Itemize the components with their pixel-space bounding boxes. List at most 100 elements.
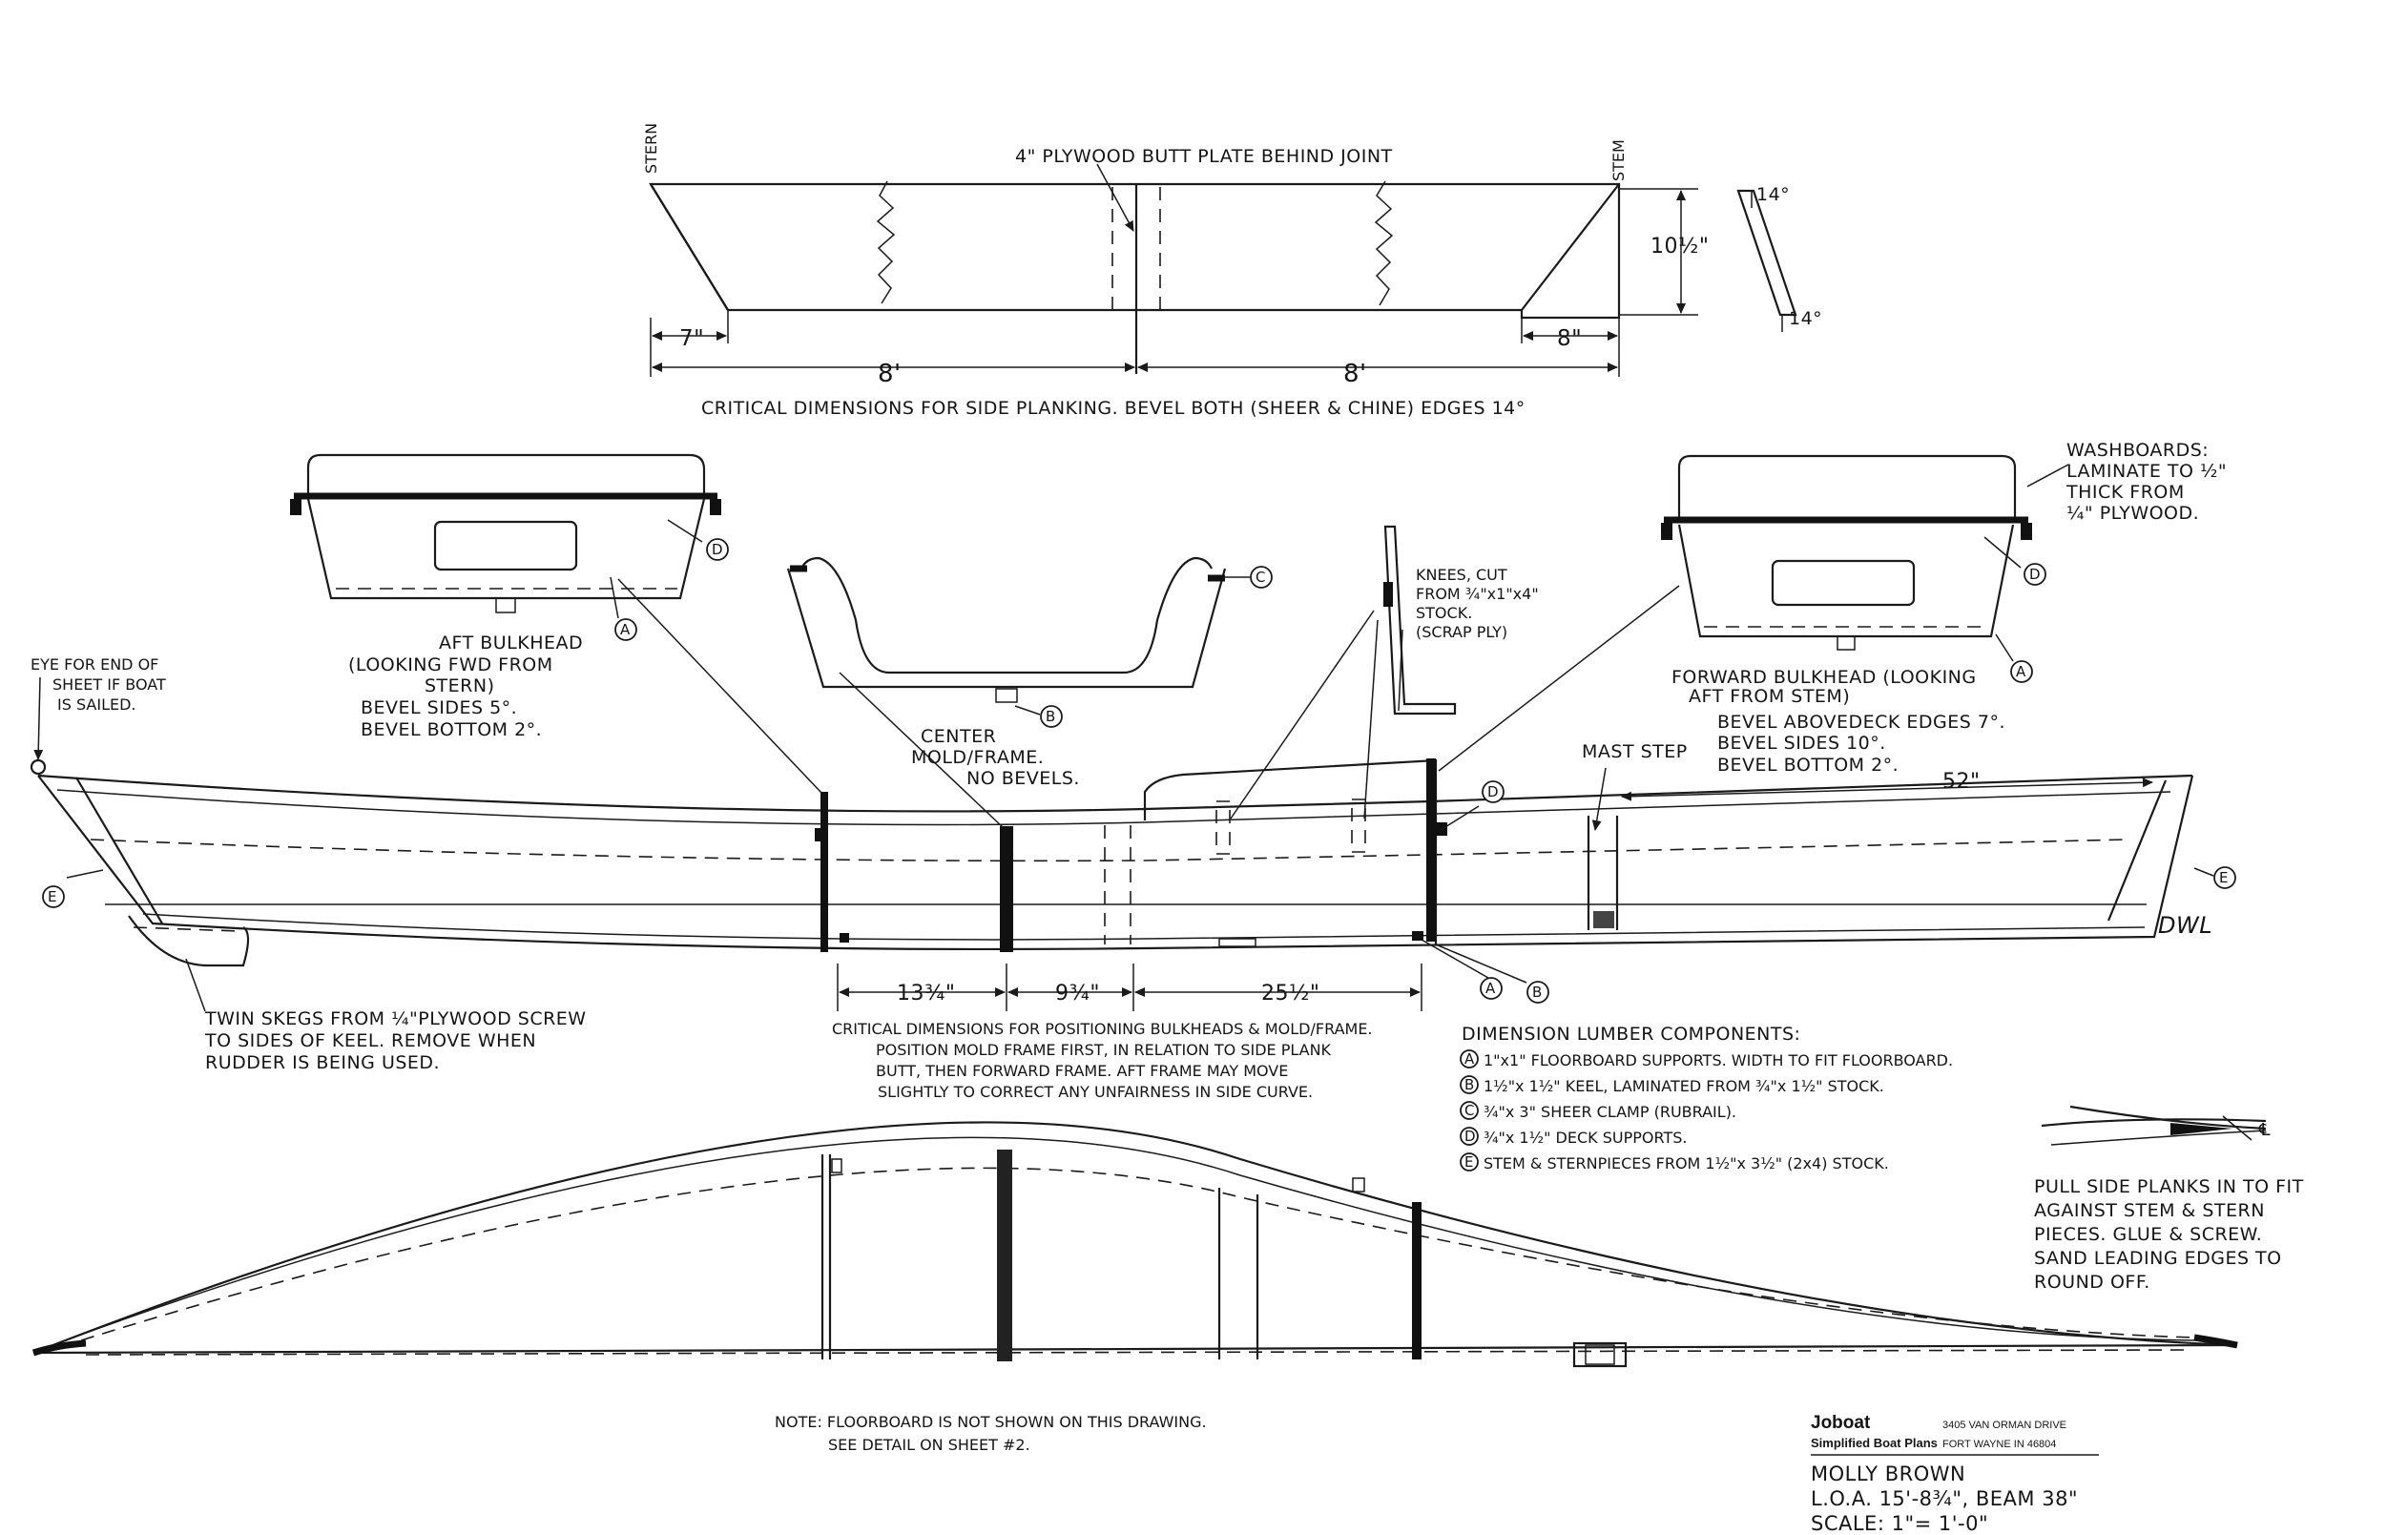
svg-text:E: E	[2219, 869, 2228, 886]
svg-text:EYE FOR END OF: EYE FOR END OF	[31, 655, 158, 674]
svg-text:POSITION MOLD FRAME FIRST, IN: POSITION MOLD FRAME FIRST, IN RELATION T…	[876, 1041, 1332, 1059]
svg-text:¼" PLYWOOD.: ¼" PLYWOOD.	[2066, 503, 2199, 524]
svg-text:STERN): STERN)	[425, 675, 495, 696]
center-frame-note: CENTER MOLD/FRAME. NO BEVELS.	[911, 726, 1079, 789]
svg-text:(LOOKING FWD FROM: (LOOKING FWD FROM	[348, 654, 553, 675]
bevel-angle-top: 14°	[1756, 184, 1790, 205]
callout-a-profile: A	[1480, 977, 1503, 1000]
lumber-item-d: D ¾"x 1½" DECK SUPPORTS.	[1460, 1127, 1687, 1147]
lumber-item-b: B 1½"x 1½" KEEL, LAMINATED FROM ¾"x 1½" …	[1460, 1075, 1884, 1095]
svg-text:STOCK.: STOCK.	[1416, 604, 1472, 622]
svg-text:WASHBOARDS:: WASHBOARDS:	[2066, 440, 2209, 461]
knee-drawing	[1383, 525, 1457, 716]
callout-e-stem: E	[2213, 866, 2236, 889]
positioning-note: CRITICAL DIMENSIONS FOR POSITIONING BULK…	[832, 1020, 1373, 1101]
center-frame-drawing	[786, 556, 1250, 716]
positioning-dims	[837, 964, 1422, 1011]
svg-text:NOTE: FLOORBOARD IS NOT SHOWN: NOTE: FLOORBOARD IS NOT SHOWN ON THIS DR…	[775, 1413, 1207, 1431]
svg-text:BEVEL BOTTOM 2°.: BEVEL BOTTOM 2°.	[361, 719, 542, 740]
plank-height-dim: 10½"	[1650, 235, 1709, 259]
svg-text:A: A	[1464, 1050, 1475, 1068]
aft-bulkhead-note: AFT BULKHEAD (LOOKING FWD FROM STERN) BE…	[348, 633, 583, 740]
svg-text:THICK FROM: THICK FROM	[2065, 482, 2185, 503]
svg-text:1½"x 1½" KEEL, LAMINATED FROM: 1½"x 1½" KEEL, LAMINATED FROM ¾"x 1½" ST…	[1484, 1077, 1884, 1095]
svg-text:FROM ¾"x1"x4": FROM ¾"x1"x4"	[1416, 585, 1539, 603]
callout-a-aft: A	[614, 618, 637, 641]
model-name: MOLLY BROWN	[1811, 1462, 1965, 1485]
svg-text:TO SIDES OF KEEL. REMOVE WHEN: TO SIDES OF KEEL. REMOVE WHEN	[204, 1030, 536, 1051]
aft-bulkhead-title: AFT BULKHEAD	[439, 633, 583, 653]
side-profile-drawing	[30, 676, 2194, 967]
svg-text:SAND LEADING EDGES TO: SAND LEADING EDGES TO	[2034, 1248, 2282, 1269]
bevel-angle-bottom: 14°	[1789, 308, 1822, 329]
svg-text:E: E	[1464, 1153, 1473, 1171]
svg-text:D: D	[1464, 1128, 1476, 1145]
svg-text:¾"x 3" SHEER CLAMP (RUBRAIL).: ¾"x 3" SHEER CLAMP (RUBRAIL).	[1484, 1103, 1736, 1121]
mast-step-label: MAST STEP	[1582, 741, 1688, 762]
dwl-label: DWL	[2158, 912, 2212, 939]
svg-text:B: B	[1532, 984, 1542, 1001]
pull-planks-note: PULL SIDE PLANKS IN TO FIT AGAINST STEM …	[2034, 1176, 2304, 1293]
svg-text:MOLD/FRAME.: MOLD/FRAME.	[911, 747, 1044, 768]
svg-text:AGAINST STEM & STERN: AGAINST STEM & STERN	[2034, 1200, 2265, 1221]
stem-label: STEM	[1609, 139, 1628, 181]
side-plank-view: STERN STEM 4" PLYWOOD BUTT PLATE BEHIND …	[642, 123, 1822, 419]
svg-text:C: C	[1256, 569, 1265, 586]
svg-text:E: E	[48, 888, 56, 905]
callout-a-fwd: A	[2010, 660, 2033, 683]
svg-text:FORWARD BULKHEAD (LOOKING: FORWARD BULKHEAD (LOOKING	[1671, 667, 1977, 688]
callout-d-aft: D	[706, 538, 729, 561]
lumber-list: DIMENSION LUMBER COMPONENTS: A 1"x1" FLO…	[1460, 1024, 1953, 1172]
svg-text:25½": 25½"	[1261, 982, 1319, 1006]
svg-text:℄: ℄	[2258, 1120, 2271, 1140]
svg-text:D: D	[712, 541, 723, 558]
callout-d-profile: D	[1482, 780, 1505, 803]
svg-text:ROUND OFF.: ROUND OFF.	[2034, 1272, 2150, 1293]
svg-text:BUTT, THEN FORWARD FRAME. AFT: BUTT, THEN FORWARD FRAME. AFT FRAME MAY …	[876, 1062, 1288, 1080]
svg-text:A: A	[1485, 980, 1496, 997]
lumber-item-a: A 1"x1" FLOORBOARD SUPPORTS. WIDTH TO FI…	[1460, 1049, 1953, 1069]
forward-bulkhead-drawing	[1661, 454, 2069, 662]
svg-text:IS SAILED.: IS SAILED.	[57, 695, 136, 714]
svg-text:A: A	[620, 621, 631, 638]
svg-text:B: B	[1464, 1076, 1474, 1093]
svg-text:¾"x 1½" DECK SUPPORTS.: ¾"x 1½" DECK SUPPORTS.	[1484, 1129, 1687, 1147]
callout-b-profile: B	[1526, 981, 1549, 1004]
stem-detail-drawing: ℄	[2041, 1105, 2271, 1146]
fwd-half-dim: 8'	[1343, 360, 1367, 388]
svg-text:SLIGHTLY TO CORRECT ANY UNFAIR: SLIGHTLY TO CORRECT ANY UNFAIRNESS IN SI…	[878, 1083, 1313, 1101]
stern-end-dim: 7"	[679, 326, 704, 351]
callouts: D A C B D A D A B E E	[42, 538, 2236, 1004]
svg-text:BEVEL SIDES 10°.: BEVEL SIDES 10°.	[1717, 733, 1886, 754]
callout-e-stern: E	[42, 885, 65, 908]
svg-text:AFT FROM STEM): AFT FROM STEM)	[1689, 686, 1850, 707]
svg-text:13¾": 13¾"	[897, 982, 955, 1006]
svg-text:SHEET IF BOAT: SHEET IF BOAT	[52, 675, 166, 694]
svg-text:RUDDER IS BEING USED.: RUDDER IS BEING USED.	[205, 1052, 440, 1073]
svg-text:PULL SIDE PLANKS IN TO FIT: PULL SIDE PLANKS IN TO FIT	[2034, 1176, 2304, 1197]
scale-label: SCALE: 1"= 1'-0"	[1811, 1512, 1988, 1535]
svg-text:(SCRAP PLY): (SCRAP PLY)	[1416, 623, 1507, 641]
butt-plate-note: 4" PLYWOOD BUTT PLATE BEHIND JOINT	[1015, 146, 1393, 167]
loa-beam: L.O.A. 15'-8¾", BEAM 38"	[1811, 1487, 2078, 1510]
svg-text:LAMINATE TO ½": LAMINATE TO ½"	[2066, 461, 2227, 482]
leader-lines	[66, 578, 2214, 1012]
svg-text:1"x1" FLOORBOARD SUPPORTS. WID: 1"x1" FLOORBOARD SUPPORTS. WIDTH TO FIT …	[1484, 1051, 1953, 1069]
svg-text:PIECES. GLUE & SCREW.: PIECES. GLUE & SCREW.	[2034, 1224, 2262, 1245]
svg-text:D: D	[2029, 566, 2041, 583]
title-block: Joboat Simplified Boat Plans 3405 VAN OR…	[1811, 1413, 2099, 1535]
stern-label: STERN	[642, 123, 660, 174]
svg-text:CENTER: CENTER	[921, 726, 996, 747]
svg-text:9¾": 9¾"	[1055, 982, 1100, 1006]
svg-text:CRITICAL DIMENSIONS FOR POSITI: CRITICAL DIMENSIONS FOR POSITIONING BULK…	[832, 1020, 1373, 1038]
knees-note: KNEES, CUT FROM ¾"x1"x4" STOCK. (SCRAP P…	[1416, 566, 1539, 641]
svg-text:STEM & STERNPIECES FROM 1½"x 3: STEM & STERNPIECES FROM 1½"x 3½" (2x4) S…	[1484, 1154, 1889, 1172]
side-planking-caption: CRITICAL DIMENSIONS FOR SIDE PLANKING. B…	[701, 398, 1526, 419]
eye-note: EYE FOR END OF SHEET IF BOAT IS SAILED.	[31, 655, 166, 714]
svg-text:BEVEL BOTTOM 2°.: BEVEL BOTTOM 2°.	[1717, 755, 1899, 776]
svg-text:SEE DETAIL ON SHEET #2.: SEE DETAIL ON SHEET #2.	[828, 1436, 1030, 1454]
address-line-1: 3405 VAN ORMAN DRIVE	[1942, 1420, 2066, 1431]
aft-half-dim: 8'	[878, 360, 902, 388]
svg-text:A: A	[2016, 663, 2026, 680]
